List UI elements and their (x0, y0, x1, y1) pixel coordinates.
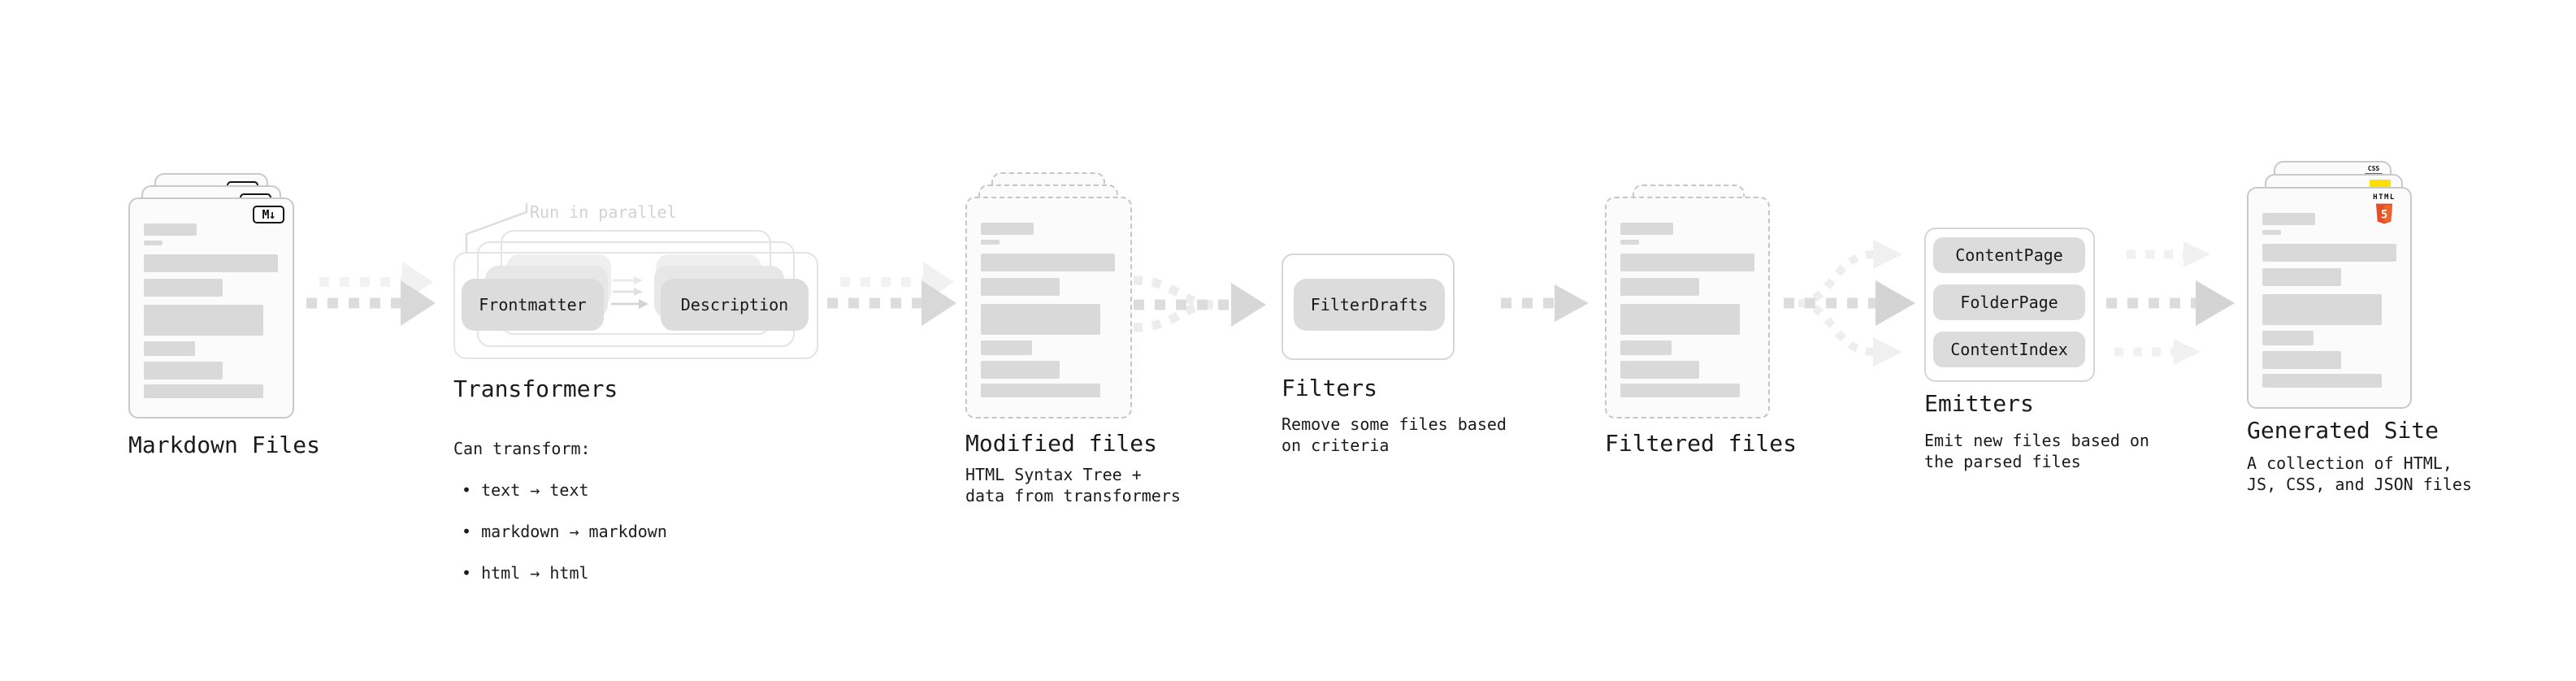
arrow-markdown-to-transformers (306, 262, 436, 326)
generated-site-label: Generated Site (2247, 417, 2439, 444)
skeleton-bar (981, 254, 1115, 271)
skeleton-bar (144, 241, 163, 245)
node-modified-files (965, 172, 1160, 419)
skeleton-bar (981, 384, 1100, 397)
node-filtered-files (1605, 184, 1800, 420)
folderpage-pill: FolderPage (1933, 284, 2085, 320)
caption-bullet: • markdown → markdown (462, 521, 667, 541)
skeleton-bar (2262, 230, 2281, 235)
filters-caption: Remove some files based on criteria (1281, 414, 1507, 455)
skeleton-bar (144, 362, 223, 380)
caption-bullet: • text → text (462, 479, 589, 500)
emitters-label: Emitters (1924, 390, 2034, 417)
markdown-file-card-front: M↓ (128, 197, 294, 419)
skeleton-bar (2262, 294, 2382, 325)
file-content-skeleton (144, 223, 278, 398)
skeleton-bar (144, 279, 223, 297)
arrow-emitters-to-generated (2106, 241, 2235, 365)
skeleton-bar (2262, 374, 2382, 388)
skeleton-bar (144, 384, 263, 398)
transform-step-arrows (611, 276, 648, 309)
run-in-parallel-label: Run in parallel (530, 202, 677, 222)
skeleton-bar (1620, 223, 1673, 235)
filtered-files-label: Filtered files (1605, 430, 1798, 457)
callout-line (465, 203, 528, 252)
modified-file-card-front (965, 197, 1132, 419)
contentindex-pill: ContentIndex (1933, 332, 2085, 367)
node-markdown-files: M↓ M↓ M↓ (128, 173, 323, 420)
skeleton-bar (1620, 304, 1740, 335)
svg-text:5: 5 (2381, 209, 2387, 222)
modified-files-label: Modified files (965, 430, 1158, 457)
skeleton-bar (981, 278, 1060, 296)
arrow-transformers-to-modified (827, 262, 956, 326)
transformers-label: Transformers (453, 375, 618, 402)
skeleton-bar (1620, 361, 1699, 379)
skeleton-bar (981, 340, 1032, 355)
caption-line: Can transform: (453, 438, 591, 458)
html5-shield: 5 (2375, 203, 2393, 224)
skeleton-bar (981, 223, 1034, 235)
transformers-box-front (453, 252, 818, 359)
skeleton-bar (1620, 384, 1740, 397)
node-generated-site: CSS HTML 5 (2247, 161, 2442, 410)
skeleton-bar (981, 240, 1000, 245)
caption-bullet: • html → html (462, 562, 589, 583)
markdown-files-label: Markdown Files (128, 432, 321, 458)
skeleton-bar (2262, 331, 2314, 345)
skeleton-bar (1620, 240, 1639, 245)
markdown-icon: M↓ (253, 206, 284, 223)
html5-icon-word: HTML (2373, 193, 2396, 202)
arrow-filtered-to-emitters-split (1784, 240, 1915, 367)
generated-file-card-html: HTML 5 (2247, 187, 2412, 409)
arrow-filters-to-filtered (1501, 284, 1589, 322)
skeleton-bar (981, 361, 1060, 379)
skeleton-bar (144, 223, 197, 236)
transformers-caption: Can transform: • text → text • markdown … (453, 418, 667, 605)
filtered-file-card-front (1605, 197, 1770, 419)
filterdrafts-pill: FilterDrafts (1294, 279, 1445, 331)
skeleton-bar (1620, 340, 1672, 355)
skeleton-bar (2262, 351, 2341, 369)
file-content-skeleton (1620, 223, 1754, 397)
css-badge-text: CSS (2367, 165, 2380, 172)
frontmatter-pill: Frontmatter (462, 279, 604, 331)
skeleton-bar (2262, 244, 2396, 262)
modified-files-caption: HTML Syntax Tree + data from transformer… (965, 465, 1181, 505)
skeleton-bar (1620, 278, 1699, 296)
skeleton-bar (1620, 254, 1754, 271)
emitters-caption: Emit new files based on the parsed files (1924, 431, 2149, 471)
skeleton-bar (144, 305, 263, 336)
description-pill: Description (661, 279, 809, 331)
contentpage-pill: ContentPage (1933, 237, 2085, 273)
file-content-skeleton (2262, 213, 2396, 388)
html5-icon: HTML 5 (2366, 193, 2402, 224)
skeleton-bar (144, 254, 278, 272)
skeleton-bar (144, 341, 195, 356)
arrow-modified-to-filters-merge (1133, 275, 1266, 332)
skeleton-bar (2262, 213, 2315, 225)
generated-site-caption: A collection of HTML, JS, CSS, and JSON … (2247, 453, 2472, 494)
skeleton-bar (981, 304, 1100, 335)
filters-label: Filters (1281, 375, 1378, 401)
file-content-skeleton (981, 223, 1115, 397)
skeleton-bar (2262, 268, 2341, 286)
